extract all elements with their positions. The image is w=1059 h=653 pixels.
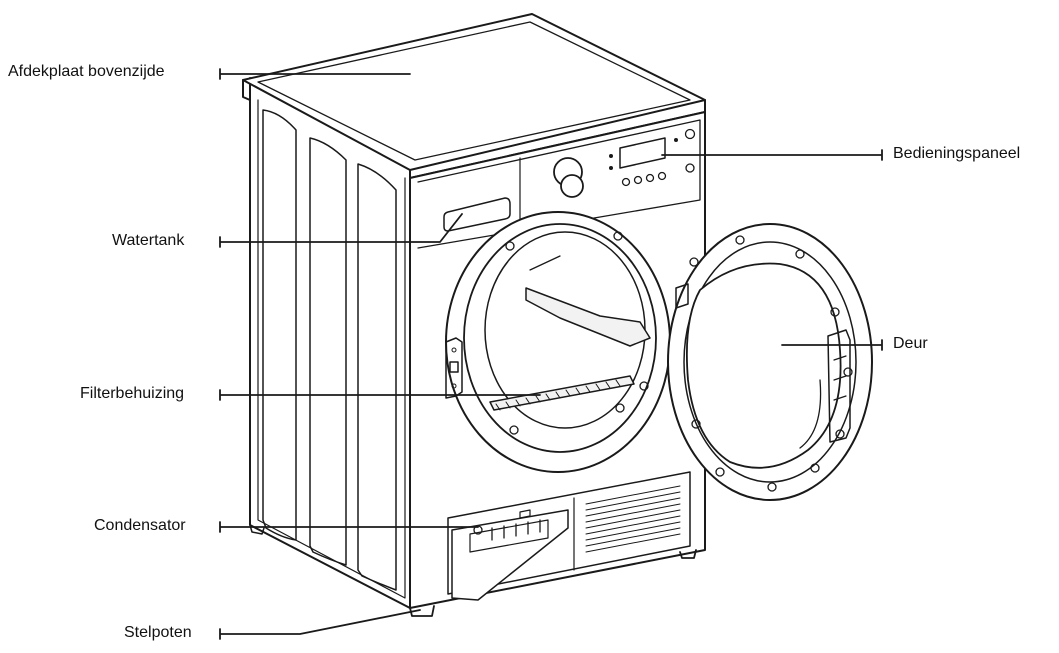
label-condenser: Condensator <box>94 517 186 534</box>
callout-line-feet <box>219 609 421 640</box>
callout-line-water-tank <box>219 213 463 248</box>
label-top-cover: Afdekplaat bovenzijde <box>8 63 165 80</box>
label-control-panel: Bedieningspaneel <box>893 145 1021 162</box>
callout-line-door <box>781 339 883 351</box>
kick-panel <box>447 471 691 601</box>
drum-opening <box>445 211 671 473</box>
callout-line-condenser <box>219 521 479 533</box>
label-door: Deur <box>893 335 928 352</box>
callout-line-control-panel <box>661 149 883 161</box>
callout-lines <box>219 68 883 640</box>
callout-line-filter-housing <box>219 389 541 401</box>
label-filter-housing: Filterbehuizing <box>80 385 185 402</box>
callout-line-top-cover <box>219 68 411 80</box>
label-feet: Stelpoten <box>124 624 192 641</box>
label-water-tank: Watertank <box>112 232 185 249</box>
open-door <box>667 223 873 501</box>
